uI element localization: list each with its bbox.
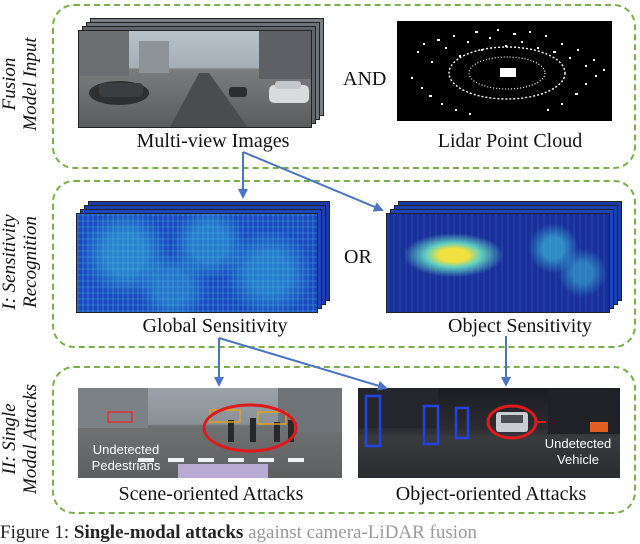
street-photo xyxy=(78,30,312,128)
object-sensitivity-map xyxy=(386,201,624,317)
object-attack-image: Undetected Vehicle xyxy=(358,388,620,478)
object-sensitivity-caption: Object Sensitivity xyxy=(430,315,610,338)
object-oriented-attacks-caption: Object-oriented Attacks xyxy=(378,483,604,506)
undetected-pedestrians-label: Undetected Pedestrians xyxy=(82,442,170,474)
attacks-side-label: II: Single Modal Attacks xyxy=(0,374,43,504)
lidar-point-cloud-caption: Lidar Point Cloud xyxy=(410,130,610,153)
multi-view-images-caption: Multi-view Images xyxy=(108,130,318,153)
fusion-side-label: Fusion Model Input xyxy=(0,29,43,139)
or-connector: OR xyxy=(344,246,372,269)
global-sensitivity-caption: Global Sensitivity xyxy=(125,315,305,338)
scene-attack-image: Undetected Pedestrians xyxy=(78,388,342,478)
lidar-point-cloud xyxy=(397,21,612,121)
sensitivity-side-label: I: Sensitivity Recognition xyxy=(0,197,43,327)
undetected-vehicle-label: Undetected Vehicle xyxy=(536,436,620,468)
global-sensitivity-map xyxy=(76,201,332,315)
and-connector: AND xyxy=(343,68,386,91)
multi-view-images xyxy=(78,18,328,130)
scene-oriented-attacks-caption: Scene-oriented Attacks xyxy=(98,483,324,506)
